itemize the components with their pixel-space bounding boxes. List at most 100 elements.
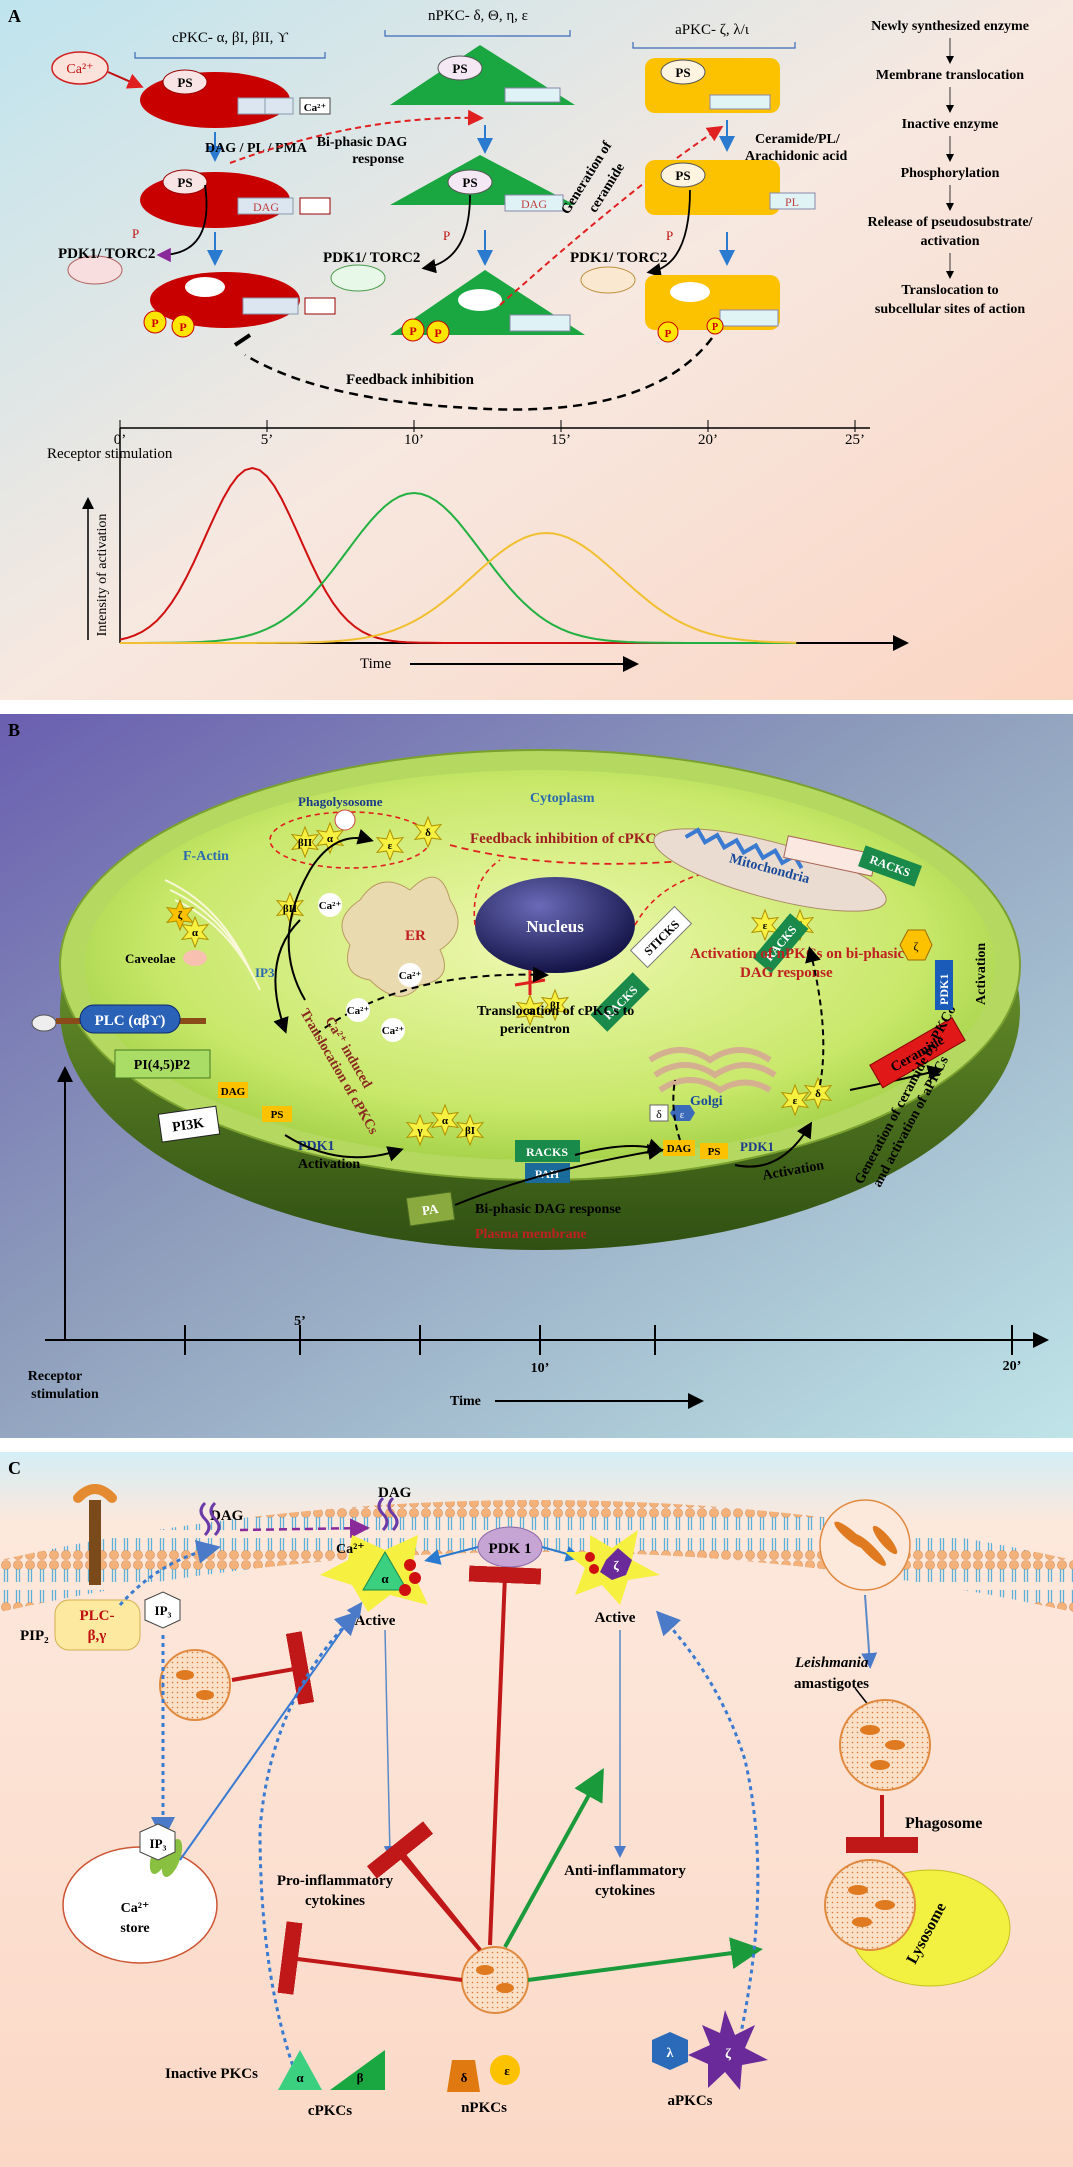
step-5: Release of pseudosubstrate/ — [868, 215, 1034, 230]
pkc-star — [290, 825, 320, 859]
plasma-membrane-label: Plasma membrane — [475, 1227, 587, 1242]
pkc-star-label: βII — [298, 837, 312, 849]
tick-b-10: 10’ — [531, 1361, 550, 1376]
ceramide-label-1: Ceramide/PL/ — [755, 132, 841, 147]
lambda-hex — [652, 2032, 688, 2070]
dag-label-b: DAG — [221, 1086, 246, 1098]
ca-store-label-2: store — [120, 1921, 149, 1936]
pkc-star-label: α — [527, 1005, 534, 1017]
delta-label-c: δ — [461, 2070, 468, 2085]
f-actin-filaments — [164, 879, 261, 991]
p-label: P — [434, 326, 441, 340]
biphasic-label-2: response — [352, 152, 404, 167]
plc-enzyme-c — [54, 1599, 141, 1651]
epsilon-label: ε — [680, 1109, 685, 1121]
timeline-a-tick-label: 5’ — [261, 432, 274, 448]
receptor-c — [73, 1484, 117, 1585]
group-brackets — [134, 30, 796, 59]
p-label: P — [151, 316, 158, 330]
pkc-star — [413, 815, 443, 849]
beta-inactive — [330, 2050, 385, 2090]
pa-label: PA — [421, 1201, 440, 1218]
apkc-column: PS Ceramide/PL/ Arachidonic acid PS PL P… — [570, 58, 847, 343]
pkc-star — [315, 821, 345, 855]
alpha-inactive — [278, 2050, 322, 2090]
ps-domain — [162, 69, 208, 95]
pi3k-label: PI3K — [171, 1116, 205, 1135]
alpha-label-c2: α — [296, 2070, 304, 2085]
phospho-2 — [171, 314, 195, 338]
timeline-a: 0’5’10’15’20’25’ Receptor stimulation — [47, 420, 870, 643]
biphasic-label-1: Bi-phasic DAG — [317, 135, 408, 150]
pro-inflammatory-label-1: Pro-inflammatory — [277, 1873, 394, 1889]
pdk1-enzyme — [330, 264, 386, 292]
golgi-label: Golgi — [690, 1094, 723, 1109]
pkc-star-label: γ — [416, 1125, 422, 1137]
step-5b: activation — [920, 234, 979, 249]
p-label: P — [409, 324, 416, 338]
nucleus — [475, 877, 635, 973]
timeline-a-tick-label: 20’ — [698, 432, 718, 448]
apkc-group-title: aPKC- ζ, λ/ι — [675, 22, 749, 38]
dag-label: DAG — [521, 197, 547, 211]
leishmania-label: Leishmania — [794, 1655, 869, 1671]
step-3: Inactive enzyme — [902, 117, 999, 132]
ps-label-b: PS — [708, 1146, 721, 1158]
panel-a: A cPKC- α, βI, βII, ϒ nPKC- δ, Θ, η, ε a… — [0, 0, 1073, 700]
pkc-star — [540, 988, 570, 1022]
plc-label-c1: PLC- — [80, 1608, 115, 1624]
racks-label: RACKS — [526, 1145, 568, 1159]
activation-chart: Intensity of activation Time — [82, 466, 909, 672]
racks-mito — [752, 913, 809, 974]
p-label: P — [712, 322, 718, 333]
dashed-arrow-to-apkc — [499, 125, 724, 306]
dag-label: DAG — [253, 200, 279, 214]
ps-label: PS — [177, 175, 192, 190]
plc-label-c2: β,γ — [88, 1628, 107, 1644]
pkc-star — [780, 1083, 810, 1117]
p-label: P — [132, 226, 139, 241]
npkc-column: PS PS DAG P PDK1/ TORC2 P P — [323, 45, 585, 344]
chart-ylabel: Intensity of activation — [95, 514, 110, 637]
ca-binding-site — [299, 97, 331, 115]
npkc-group-title: nPKC- δ, Θ, η, ε — [428, 8, 528, 24]
p-label: P — [179, 320, 186, 334]
ca-ion: Ca²⁺ — [382, 1025, 405, 1037]
pkc-star-label: ε — [763, 920, 768, 932]
ps-label-b: PS — [271, 1109, 284, 1121]
pkc-star — [405, 1113, 435, 1147]
ca-ion: Ca²⁺ — [347, 1005, 370, 1017]
endoplasmic-reticulum — [341, 876, 459, 997]
phagolysosome-c — [824, 1859, 916, 1951]
racks-membrane — [858, 845, 922, 887]
pkc-star-label: βI — [550, 1000, 560, 1012]
dag-label-b: DAG — [667, 1143, 692, 1155]
ps-label: PS — [177, 75, 192, 90]
pkc-star — [455, 1113, 485, 1147]
phagolysosome-label: Phagolysosome — [298, 794, 383, 809]
mitochondria — [653, 828, 887, 912]
pkc-star — [803, 1076, 833, 1110]
npkc-activation-curve — [120, 491, 797, 644]
panel-a-label: A — [8, 6, 21, 26]
ca-store-label-1: Ca²⁺ — [121, 1901, 150, 1916]
zeta-hex — [899, 929, 933, 961]
step-6b: subcellular sites of action — [875, 302, 1025, 317]
step-list: Newly synthesized enzyme Membrane transl… — [868, 19, 1034, 317]
step-2: Membrane translocation — [876, 68, 1024, 83]
timeline-b: 5’ 10’ 20’ Receptor stimulation Time — [28, 1066, 1049, 1409]
lambda-label-c: λ — [667, 2046, 674, 2061]
nucleus-label: Nucleus — [526, 917, 584, 936]
p-label: P — [666, 228, 673, 243]
phagolysosome — [334, 809, 356, 831]
timeline-a-tick-label: 25’ — [845, 432, 865, 448]
pkc-star-label: ε — [793, 1095, 798, 1107]
pkc-star — [515, 993, 545, 1027]
pkc-star-label: α — [192, 927, 199, 939]
ca-site-label: Ca²⁺ — [304, 102, 327, 114]
amastigotes-label: amastigotes — [794, 1676, 869, 1692]
feedback-inhibition-arrow — [244, 337, 713, 411]
timeline-b-ticks — [184, 1325, 1013, 1355]
dag-lipid-2 — [377, 1496, 399, 1532]
